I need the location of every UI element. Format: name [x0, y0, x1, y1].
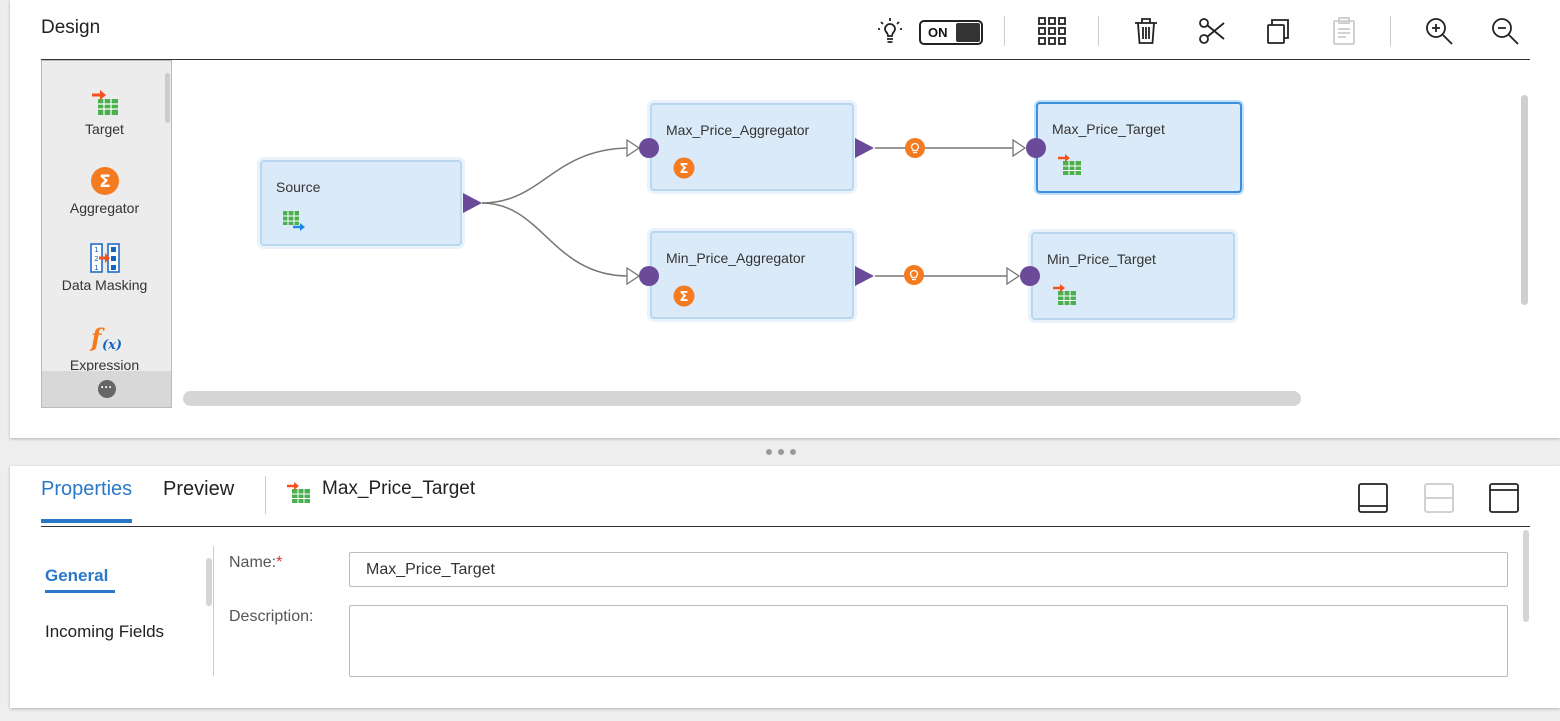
node-label: Source	[276, 179, 321, 195]
node-label: Min_Price_Target	[1047, 251, 1156, 267]
properties-panel: Properties Preview Max_Price_Target Gene…	[10, 466, 1560, 708]
toolbar-divider	[1004, 16, 1005, 46]
target-icon	[1053, 284, 1076, 305]
source-icon	[283, 211, 305, 231]
source-output-port	[463, 193, 482, 213]
min-price-aggregator-node[interactable]: Min_Price_Aggregator Σ	[650, 231, 854, 319]
svg-text:1: 1	[94, 246, 98, 254]
max-agg-input-port	[639, 138, 659, 158]
maximize-panel-icon[interactable]	[1488, 482, 1520, 514]
palette-item-aggregator[interactable]: Σ Aggregator	[42, 166, 167, 216]
svg-text:f: f	[89, 323, 105, 352]
toolbar-divider	[1390, 16, 1391, 46]
side-nav-scrollbar[interactable]	[206, 558, 212, 606]
tab-divider	[265, 476, 266, 514]
palette-item-label: Data Masking	[61, 277, 148, 293]
target-icon	[91, 90, 118, 115]
toggle-label: ON	[928, 25, 948, 40]
palette-scrollbar[interactable]	[165, 73, 170, 123]
side-nav-divider	[213, 546, 214, 676]
max-target-input-port	[1026, 138, 1046, 158]
dock-bottom-icon[interactable]	[1357, 482, 1389, 514]
split-view-icon[interactable]	[1423, 482, 1455, 514]
grid-layout-icon[interactable]	[1034, 12, 1070, 50]
canvas-horizontal-scrollbar[interactable]	[183, 391, 1301, 406]
paste-icon[interactable]	[1326, 12, 1362, 50]
zoom-in-icon[interactable]	[1421, 12, 1457, 50]
properties-header-rule	[41, 526, 1530, 527]
palette-item-target[interactable]: Target	[42, 87, 167, 137]
panel-resize-handle[interactable]	[766, 449, 796, 455]
required-marker: *	[276, 554, 283, 571]
palette-item-data-masking[interactable]: 1 2 1 Data Masking	[42, 243, 167, 293]
cut-icon[interactable]	[1194, 12, 1230, 50]
palette-item-label: Target	[85, 121, 124, 137]
target-icon	[287, 482, 310, 503]
name-label: Name:*	[229, 554, 282, 572]
min-agg-output-port	[855, 266, 874, 286]
copy-icon[interactable]	[1260, 12, 1296, 50]
name-field[interactable]	[349, 552, 1508, 587]
lightbulb-icon[interactable]	[872, 12, 908, 50]
description-field[interactable]	[349, 605, 1508, 677]
design-title: Design	[41, 17, 101, 38]
aggregator-icon: Σ	[673, 157, 695, 179]
recommendation-icon	[904, 265, 924, 285]
toolbar-divider	[1098, 16, 1099, 46]
delete-icon[interactable]	[1128, 12, 1164, 50]
svg-text:Σ: Σ	[680, 290, 689, 305]
aggregator-icon: Σ	[673, 285, 695, 307]
target-icon	[1058, 154, 1081, 175]
min-price-target-node[interactable]: Min_Price_Target	[1031, 232, 1235, 320]
name-label-text: Name:	[229, 554, 277, 571]
toggle-knob	[956, 23, 980, 42]
canvas-vertical-scrollbar[interactable]	[1521, 95, 1528, 305]
max-price-aggregator-node[interactable]: Max_Price_Aggregator Σ	[650, 103, 854, 191]
palette-item-expression[interactable]: f (x) Expression	[42, 323, 167, 373]
min-target-input-port	[1020, 266, 1040, 286]
connection-lines	[481, 138, 1027, 286]
tab-preview[interactable]: Preview	[163, 478, 235, 500]
palette-item-label: Expression	[69, 357, 140, 373]
svg-text:Σ: Σ	[680, 162, 689, 177]
side-nav-active-indicator	[45, 590, 115, 593]
design-panel: Design ON	[10, 0, 1560, 438]
mapping-canvas[interactable]: Source Max_Price_Aggregator Σ Min_Price_…	[172, 60, 1530, 408]
design-header-rule	[41, 59, 1530, 60]
tab-properties[interactable]: Properties	[41, 478, 133, 500]
recommendation-icon	[905, 138, 925, 158]
node-label: Max_Price_Aggregator	[666, 122, 810, 138]
zoom-out-icon[interactable]	[1487, 12, 1523, 50]
node-label: Min_Price_Aggregator	[666, 250, 806, 266]
node-label: Max_Price_Target	[1052, 121, 1165, 137]
max-agg-output-port	[855, 138, 874, 158]
active-tab-indicator	[41, 519, 132, 523]
selected-object-name: Max_Price_Target	[322, 478, 476, 499]
expression-icon: f (x)	[89, 323, 121, 353]
min-agg-input-port	[639, 266, 659, 286]
palette-more-button[interactable]: ···	[42, 371, 171, 407]
port-overlay	[463, 138, 1046, 286]
max-price-target-node[interactable]: Max_Price_Target	[1036, 102, 1242, 193]
source-node[interactable]: Source	[260, 160, 462, 246]
smart-toggle[interactable]: ON	[919, 20, 983, 45]
side-nav-general[interactable]: General	[45, 566, 109, 585]
transformation-palette: Target Σ Aggregator 1 2 1 Data Masking	[41, 60, 172, 408]
description-label: Description:	[229, 608, 314, 625]
svg-text:2: 2	[94, 255, 98, 263]
palette-item-label: Aggregator	[69, 200, 140, 216]
properties-scrollbar[interactable]	[1523, 530, 1529, 622]
svg-text:(x): (x)	[102, 338, 121, 353]
svg-text:1: 1	[94, 264, 98, 272]
data-masking-icon: 1 2 1	[89, 243, 120, 273]
svg-text:Σ: Σ	[99, 172, 111, 192]
side-nav-incoming-fields[interactable]: Incoming Fields	[45, 622, 165, 641]
more-icon: ···	[97, 380, 116, 398]
aggregator-icon: Σ	[90, 167, 119, 195]
